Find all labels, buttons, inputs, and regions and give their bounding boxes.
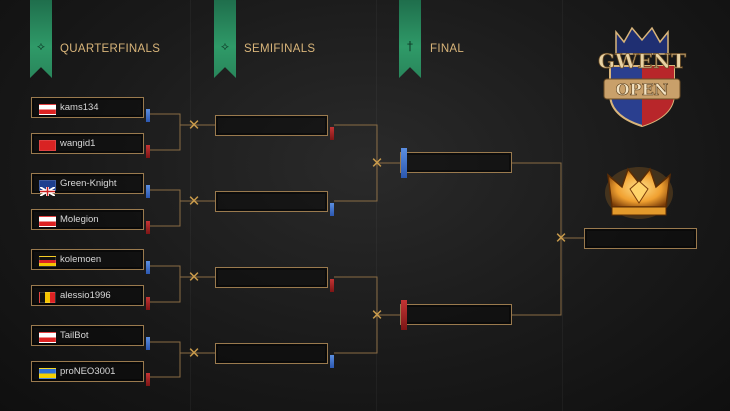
player-slot[interactable]: kams134 bbox=[31, 97, 150, 122]
de-flag-icon bbox=[39, 256, 56, 267]
crossed-swords-icon: ✕ bbox=[187, 116, 201, 134]
cn-flag-icon bbox=[39, 140, 56, 151]
blue-side-tag bbox=[146, 337, 150, 350]
blue-side-tag bbox=[146, 185, 150, 198]
quarterfinals-label: QUARTERFINALS bbox=[60, 43, 161, 55]
crossed-swords-icon: ✕ bbox=[370, 306, 384, 324]
red-side-tag bbox=[146, 145, 150, 158]
red-side-tag bbox=[146, 221, 150, 234]
crossed-swords-icon: ✕ bbox=[187, 344, 201, 362]
blue-side-tag bbox=[330, 355, 334, 368]
red-side-tag bbox=[330, 279, 334, 292]
final-slot[interactable] bbox=[400, 300, 512, 330]
crown-trophy-icon bbox=[605, 167, 673, 219]
pl-flag-icon bbox=[39, 332, 56, 343]
logo-word-bottom: OPEN bbox=[616, 80, 669, 99]
final-slot[interactable] bbox=[400, 148, 512, 178]
be-flag-icon bbox=[39, 292, 56, 303]
pl-flag-icon bbox=[39, 216, 56, 227]
plank-divider bbox=[376, 0, 377, 411]
plank-divider bbox=[562, 0, 563, 411]
blue-side-tag bbox=[146, 109, 150, 122]
semifinal-slot[interactable] bbox=[215, 191, 334, 216]
player-name: Molegion bbox=[60, 214, 99, 225]
final-label: FINAL bbox=[430, 43, 465, 55]
logo-word-top: GWENT bbox=[598, 49, 686, 73]
bow-icon: ⟡ bbox=[221, 39, 229, 53]
bow-icon: ⟡ bbox=[37, 39, 45, 53]
gwent-open-logo: GWENT OPEN bbox=[598, 26, 686, 128]
player-name: kolemoen bbox=[60, 254, 102, 265]
pl-flag-icon bbox=[39, 104, 56, 115]
red-side-tag bbox=[146, 297, 150, 310]
player-name: kams134 bbox=[60, 102, 99, 113]
blue-side-tag bbox=[330, 203, 334, 216]
player-name: alessio1996 bbox=[60, 290, 111, 301]
player-slot[interactable]: wangid1 bbox=[31, 133, 150, 158]
red-side-tag bbox=[401, 300, 407, 330]
red-side-tag bbox=[146, 373, 150, 386]
semifinals-label: SEMIFINALS bbox=[244, 43, 316, 55]
sword-icon: † bbox=[407, 39, 413, 53]
uk-flag-icon bbox=[39, 180, 56, 197]
semifinal-slot[interactable] bbox=[215, 267, 334, 292]
crossed-swords-icon: ✕ bbox=[370, 154, 384, 172]
player-slot[interactable]: proNEO3001 bbox=[31, 361, 150, 386]
blue-side-tag bbox=[401, 148, 407, 178]
player-name: wangid1 bbox=[60, 138, 96, 149]
player-name: proNEO3001 bbox=[60, 366, 116, 377]
player-slot[interactable]: TailBot bbox=[31, 325, 150, 350]
semifinal-slot[interactable] bbox=[215, 343, 334, 368]
player-slot[interactable]: alessio1996 bbox=[31, 285, 150, 310]
final-banner: † bbox=[399, 0, 421, 78]
player-slot[interactable]: kolemoen bbox=[31, 249, 150, 274]
plank-divider bbox=[190, 0, 191, 411]
crossed-swords-icon: ✕ bbox=[187, 192, 201, 210]
player-name: Green-Knight bbox=[60, 178, 117, 189]
red-side-tag bbox=[330, 127, 334, 140]
player-slot[interactable]: Green-Knight bbox=[31, 173, 150, 198]
crossed-swords-icon: ✕ bbox=[187, 268, 201, 286]
crossed-swords-icon: ✕ bbox=[554, 229, 568, 247]
champion-slot[interactable] bbox=[584, 228, 697, 249]
blue-side-tag bbox=[146, 261, 150, 274]
semifinal-slot[interactable] bbox=[215, 115, 334, 140]
player-slot[interactable]: Molegion bbox=[31, 209, 150, 234]
player-name: TailBot bbox=[60, 330, 89, 341]
ua-flag-icon bbox=[39, 368, 56, 379]
semifinals-banner: ⟡ bbox=[214, 0, 236, 78]
quarterfinals-banner: ⟡ bbox=[30, 0, 52, 78]
